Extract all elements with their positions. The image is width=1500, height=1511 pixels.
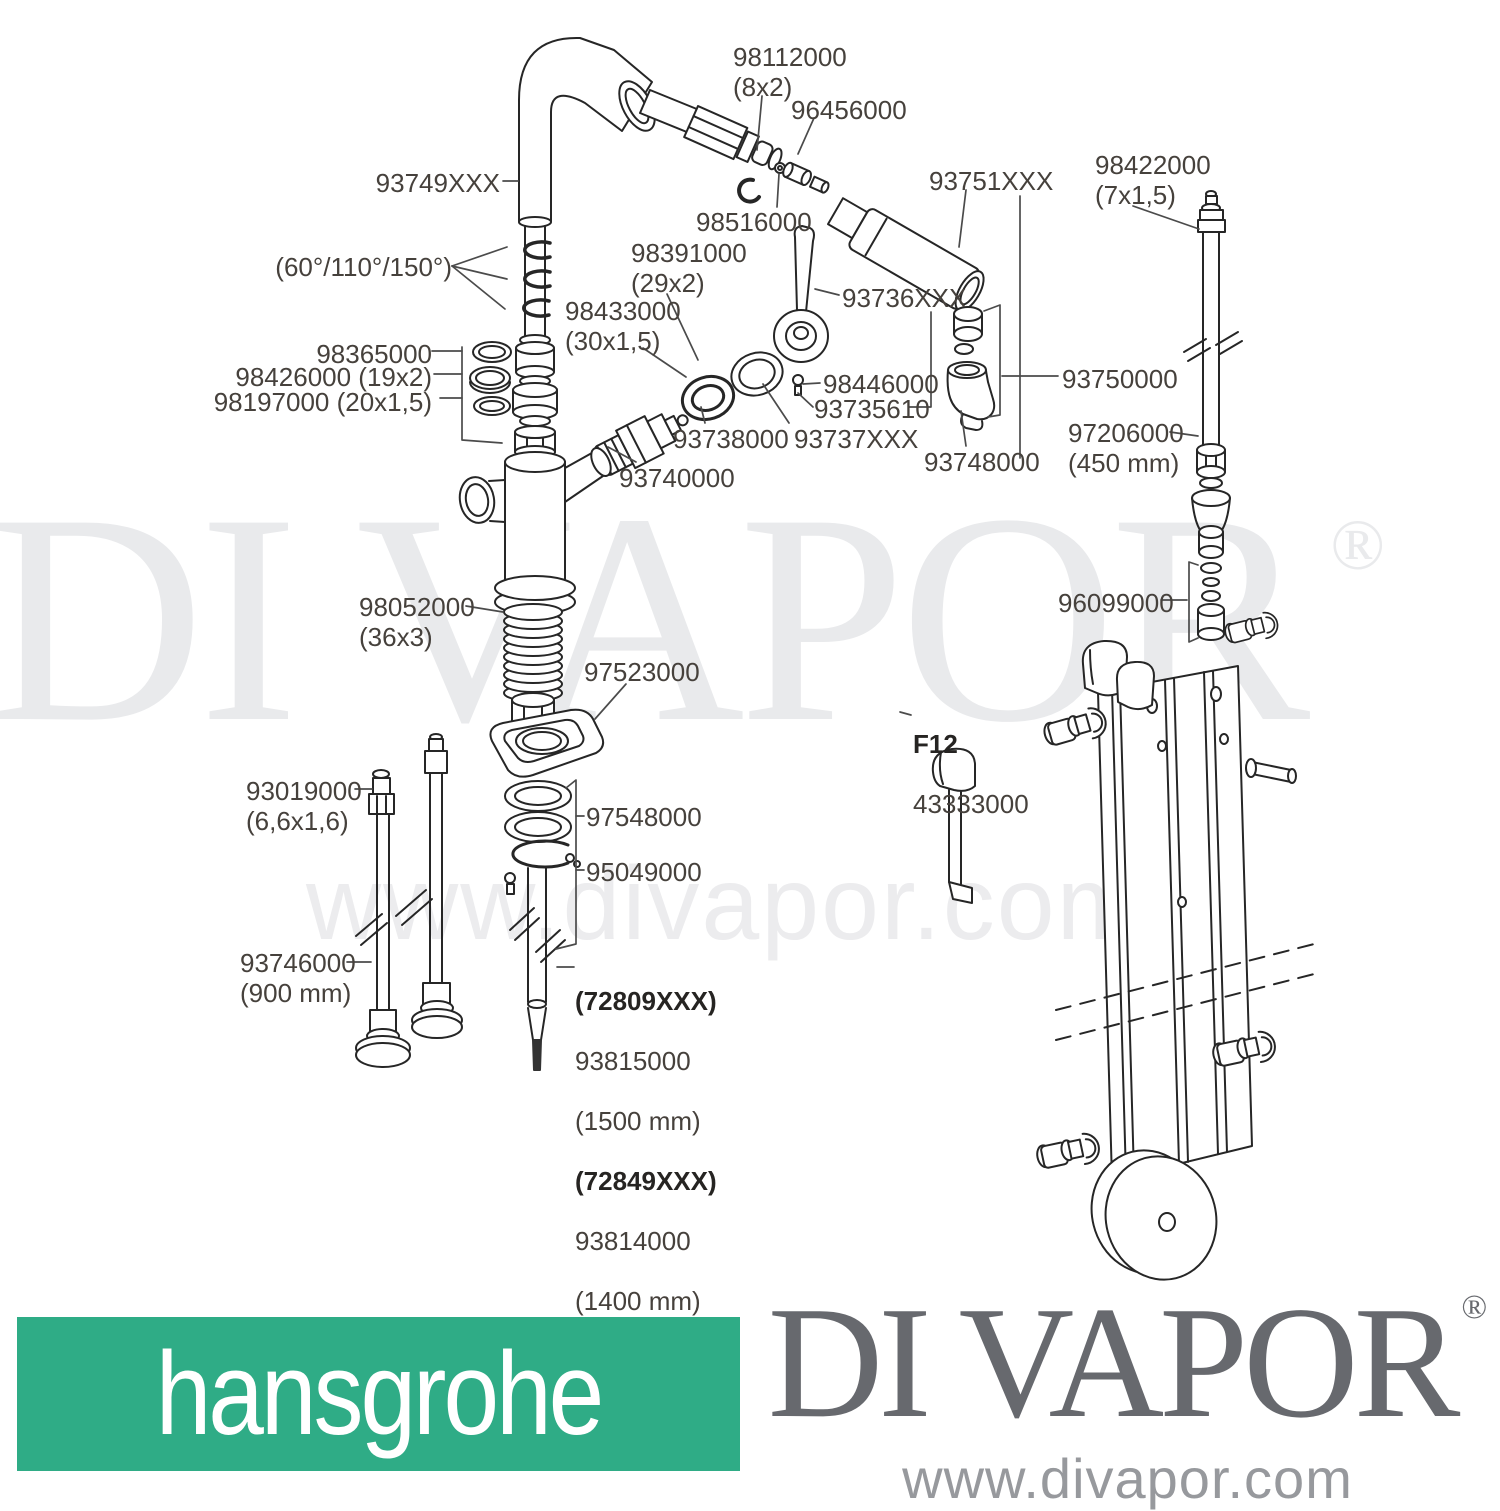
variant1-number: 93815000 (575, 1046, 691, 1076)
part-label-96099000: 96099000 (1058, 588, 1174, 618)
divapor-registered-mark: ® (1461, 1289, 1488, 1326)
part-label-98433000: 98433000 (30x1,5) (565, 296, 681, 356)
leader-lines (346, 95, 1200, 968)
part-label-93019000: 93019000 (6,6x1,6) (246, 776, 362, 836)
part-label-97206000: 97206000 (450 mm) (1068, 418, 1184, 478)
part-label-93736xxx: 93736XXX (842, 283, 967, 313)
part-label-98516000: 98516000 (696, 207, 812, 237)
part-label-98365000: 98365000 (316, 339, 432, 369)
part-label-96456000: 96456000 (791, 95, 907, 125)
variant1-code: (72809XXX) (575, 986, 717, 1016)
part-label-93735610: 93735610 (814, 394, 930, 424)
f12-code: F12 (913, 729, 958, 759)
pullout-hose-end-drawing (639, 89, 830, 204)
part-label-98197000: 98197000 (20x1,5) (213, 387, 432, 417)
divapor-url: www.divapor.com (902, 1447, 1353, 1510)
part-label-98422000: 98422000 (7x1,5) (1095, 150, 1211, 210)
outlet-parts-drawing (946, 306, 996, 431)
divapor-brand-text: DI VAPOR (767, 1273, 1461, 1451)
sleeve-rings-drawing (680, 351, 784, 422)
hose-weight-wheel-drawing (1090, 1149, 1218, 1281)
part-label-93751xxx: 93751XXX (929, 166, 1054, 196)
set-screw-drawing (792, 374, 804, 396)
faucet-body-drawing (458, 447, 612, 585)
divapor-logo: DI VAPOR® www.divapor.com (755, 1282, 1500, 1511)
supply-hoses-drawing (355, 733, 463, 1068)
spout-column-drawing (512, 225, 558, 459)
hansgrohe-logo: hansgrohe (17, 1317, 740, 1471)
part-label-98112000: 98112000 (8x2) (733, 42, 847, 102)
part-label-93750000: 93750000 (1062, 364, 1178, 394)
part-label-swivel-angles: (60°/110°/150°) (275, 252, 452, 282)
part-label-93737xxx: 93737XXX (794, 424, 919, 454)
part-label-f12: F12 43333000 (913, 699, 1029, 849)
outlet-hose-drawing (1183, 190, 1243, 641)
handle-lever-drawing (773, 225, 829, 363)
service-tool-drawing (931, 747, 976, 904)
spout-drawing (518, 36, 656, 228)
adapter-parts-96456000 (782, 161, 830, 194)
variant2-code: (72849XXX) (575, 1166, 717, 1196)
part-label-98052000: 98052000 (36x3) (359, 592, 475, 652)
part-label-93740000: 93740000 (619, 463, 735, 493)
part-label-98391000: 98391000 (29x2) (631, 238, 747, 298)
part-label-93738000: 93738000 (673, 424, 789, 454)
part-label-95049000: 95049000 (586, 857, 702, 887)
part-label-93749xxx: 93749XXX (375, 168, 500, 198)
watermark-registered-mark: ® (1330, 505, 1386, 585)
part-label-98426000: 98426000 (19x2) (235, 362, 432, 392)
part-label-hose-variants: (72809XXX) 93815000 (1500 mm) (72849XXX)… (575, 956, 717, 1346)
part-label-93746000: 93746000 (900 mm) (240, 948, 356, 1008)
part-label-97523000: 97523000 (584, 657, 700, 687)
divapor-logo-text: DI VAPOR® (755, 1282, 1500, 1442)
center-watermark-brand: DI VAPOR® (0, 468, 1385, 768)
hansgrohe-logo-text: hansgrohe (155, 1327, 605, 1460)
seal-rings-drawing (469, 341, 512, 416)
f12-number: 43333000 (913, 789, 1029, 819)
center-watermark-url: www.divapor.com (306, 846, 1146, 962)
part-label-98446000: 98446000 (823, 369, 939, 399)
variant2-number: 93814000 (575, 1226, 691, 1256)
variant1-length: (1500 mm) (575, 1106, 701, 1136)
part-label-97548000: 97548000 (586, 802, 702, 832)
shank-assembly-drawing (489, 575, 605, 1071)
part-label-93748000: 93748000 (924, 447, 1040, 477)
variant2-length: (1400 mm) (575, 1286, 701, 1316)
